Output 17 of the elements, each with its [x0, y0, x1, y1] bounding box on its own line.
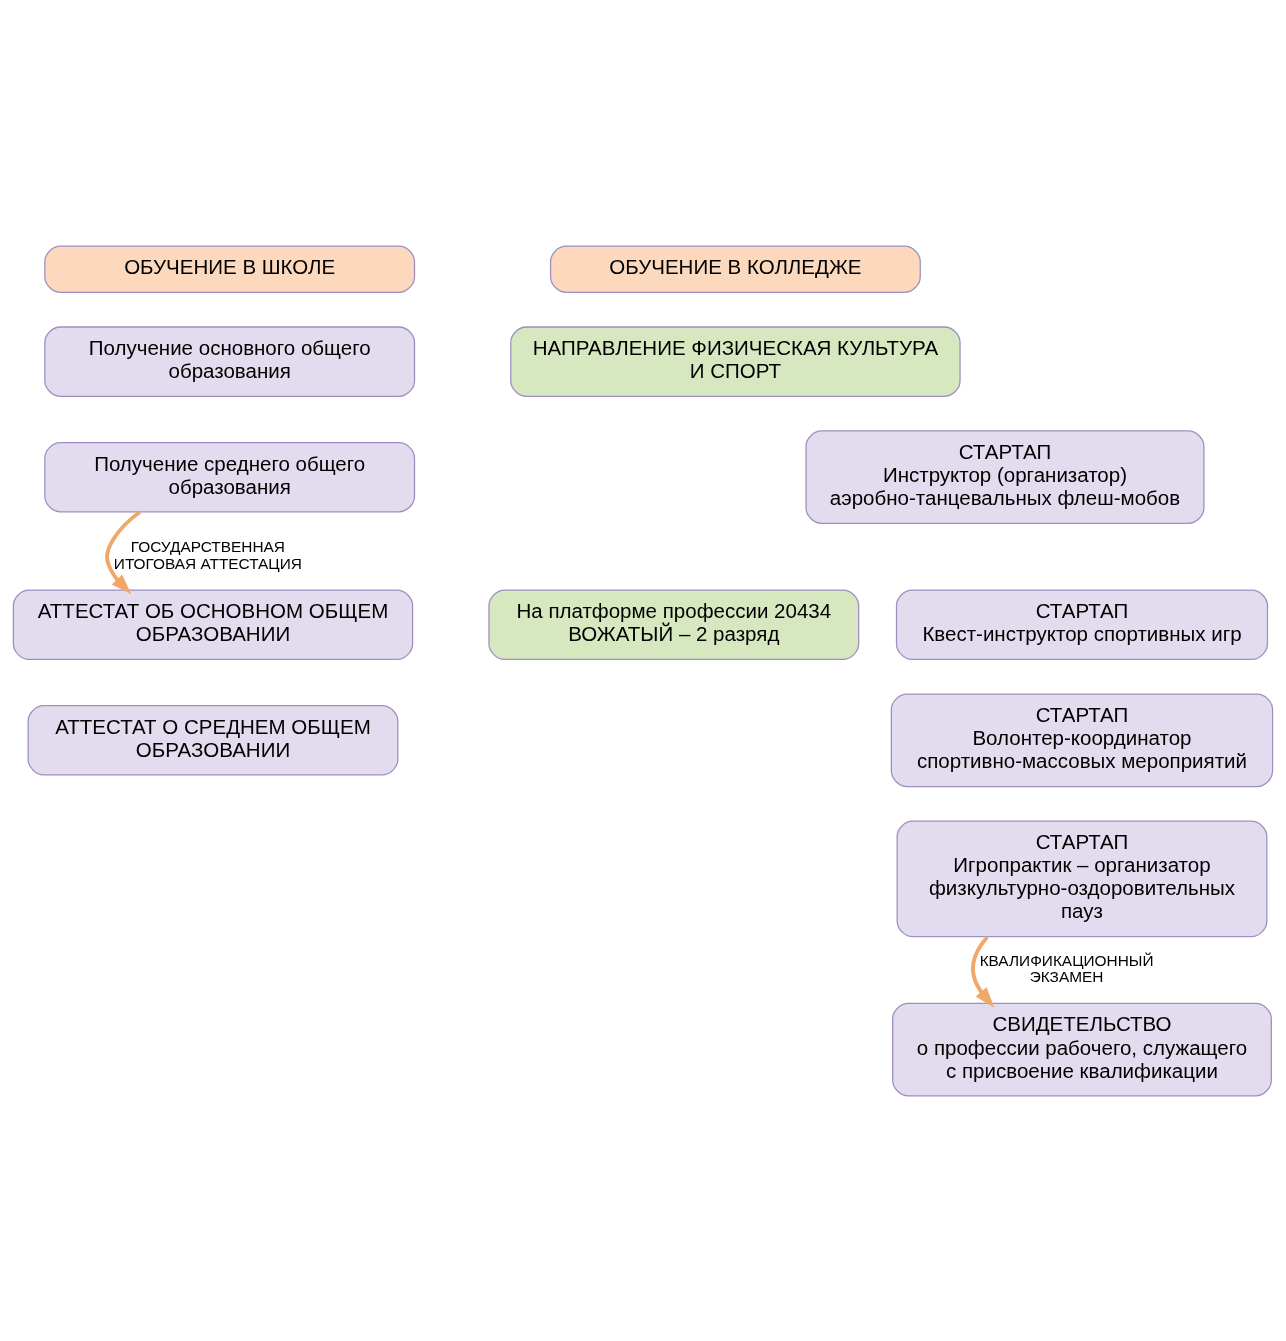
node-box: СТАРТАП Квест-инструктор спортивных игр: [895, 589, 1269, 660]
node-box: На платформе профессии 20434 ВОЖАТЫЙ – 2 разряд: [488, 589, 860, 660]
node-box: Получение среднего общего образования: [44, 441, 416, 512]
node-box: СТАРТАП Игропрактик – организатор физкультурно-оздоровительных пауз: [896, 820, 1268, 937]
node-box: СТАРТАП Волонтер-координатор спортивно-массовых мероприятий: [890, 692, 1274, 787]
node-box: АТТЕСТАТ О СРЕДНЕМ ОБЩЕМ ОБРАЗОВАНИИ: [27, 704, 399, 776]
node-box: Получение основного общего образования: [44, 325, 416, 397]
node-box: НАПРАВЛЕНИЕ ФИЗИЧЕСКАЯ КУЛЬТУРА И СПОРТ: [510, 325, 961, 397]
node-box: СТАРТАП Инструктор (организатор) аэробно-танцевальных флеш-мобов: [805, 429, 1205, 524]
node-box: АТТЕСТАТ ОБ ОСНОВНОМ ОБЩЕМ ОБРАЗОВАНИИ: [12, 589, 414, 660]
arrow: [971, 935, 995, 1008]
edge-label: ГОСУДАРСТВЕННАЯ ИТОГОВАЯ АТТЕСТАЦИЯ: [113, 537, 302, 572]
node-box: ОБУЧЕНИЕ В КОЛЛЕДЖЕ: [549, 245, 921, 293]
node-box: СВИДЕТЕЛЬСТВО о профессии рабочего, служащего с присвоение квалификации: [892, 1002, 1272, 1096]
arrow: [105, 509, 142, 594]
node-box: ОБУЧЕНИЕ В ШКОЛЕ: [44, 245, 416, 293]
edge-label: КВАЛИФИКАЦИОННЫЙ ЭКЗАМЕН: [979, 951, 1154, 985]
